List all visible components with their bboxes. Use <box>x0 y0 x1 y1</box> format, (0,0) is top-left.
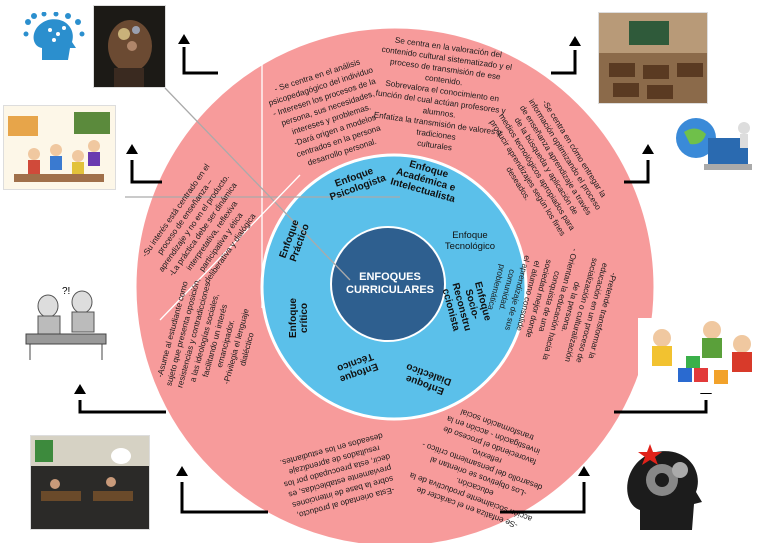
head-icon-network <box>22 12 90 64</box>
arrow-to-classroom-photo <box>551 50 577 75</box>
arrow-to-video-scene <box>180 482 268 514</box>
arrow-to-exam-cartoon <box>78 400 166 414</box>
technology-globe-laptop <box>666 108 766 190</box>
classroom-video-scene <box>30 435 150 530</box>
divider-line <box>164 87 351 281</box>
svg-text:?!: ?! <box>62 286 70 297</box>
children-playing-blocks <box>638 318 763 393</box>
arrow-to-classroom-cartoon <box>130 160 162 184</box>
label-critico-line: crítico <box>299 303 310 333</box>
head-gears-star <box>610 440 715 535</box>
arrow-to-classroom-photo-head <box>569 36 581 46</box>
arrow-to-technology-head <box>642 144 654 154</box>
classroom-chairs-photo <box>598 12 708 104</box>
divider-line <box>159 174 301 321</box>
arrow-to-exam-cartoon-head <box>74 384 86 394</box>
students-exam-cartoon: ?! <box>18 282 113 362</box>
arrow-to-head-gears <box>500 482 586 514</box>
arrow-to-head-gears-head <box>578 466 590 476</box>
center-title-line2: CURRICULARES <box>346 284 434 296</box>
arrow-to-video-scene-head <box>176 466 188 476</box>
label-critico-line: Enfoque <box>288 298 299 338</box>
student-thinking-photo <box>93 5 166 88</box>
classroom-cartoon <box>3 105 116 190</box>
label-tecnologico-line: Enfoque <box>452 230 487 241</box>
center-circle <box>330 226 446 342</box>
arrow-to-children <box>614 400 708 414</box>
arrow-to-classroom-cartoon-head <box>126 144 138 154</box>
center-title-line1: ENFOQUES <box>359 271 421 283</box>
label-tecnologico-line: Tecnológico <box>445 241 495 252</box>
arrow-to-student-photo <box>182 47 218 75</box>
arrow-to-student-photo-head <box>178 34 190 44</box>
arrow-to-technology <box>624 160 650 184</box>
